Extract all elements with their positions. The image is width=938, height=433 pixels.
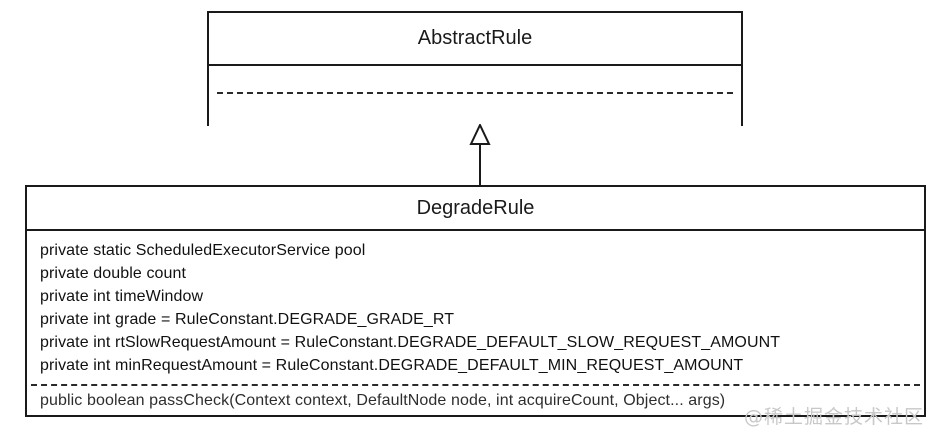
attribute-method-separator (31, 384, 920, 386)
attribute-row: private int timeWindow (40, 288, 204, 305)
attribute-row: private double count (40, 265, 187, 282)
class-body-abstract-rule (209, 66, 741, 126)
method-row: public boolean passCheck(Context context… (40, 392, 726, 409)
generalization-connector (466, 124, 494, 186)
class-name-degrade-rule: DegradeRule (416, 197, 535, 219)
attribute-row: private int minRequestAmount = RuleConst… (40, 357, 744, 374)
attribute-row: private int grade = RuleConstant.DEGRADE… (40, 311, 455, 328)
class-title-divider (209, 64, 741, 66)
methods-compartment: public boolean passCheck(Context context… (27, 386, 924, 412)
attribute-row: private int rtSlowRequestAmount = RuleCo… (40, 334, 781, 351)
class-box-abstract-rule[interactable]: AbstractRule (207, 11, 743, 126)
class-box-degrade-rule[interactable]: DegradeRule private static ScheduledExec… (25, 185, 926, 417)
attributes-compartment: private static ScheduledExecutorService … (27, 231, 924, 381)
attribute-method-separator (217, 92, 733, 94)
class-title-divider (27, 229, 924, 231)
hollow-triangle-arrowhead-icon (469, 124, 491, 145)
class-name-abstract-rule: AbstractRule (417, 27, 533, 49)
attribute-row: private static ScheduledExecutorService … (40, 242, 366, 259)
